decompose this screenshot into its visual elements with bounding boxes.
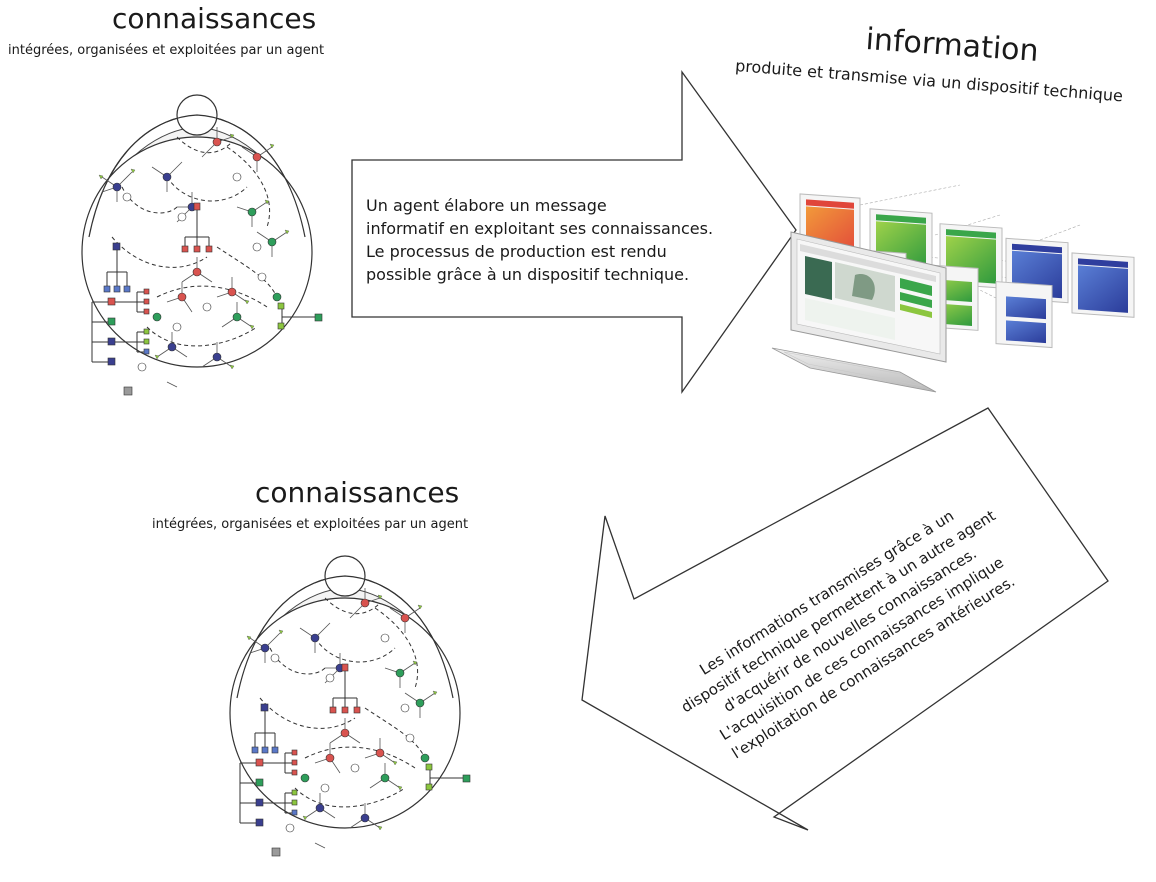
computer-monitor-icon bbox=[771, 231, 947, 393]
left-arrow-shape bbox=[581, 407, 1109, 831]
right-arrow-shape bbox=[351, 69, 797, 395]
top-knowledge-subtitle: intégrées, organisées et exploitées par … bbox=[8, 43, 325, 58]
right-arrow-line: Le processus de production est rendu bbox=[366, 242, 667, 261]
right-arrow-line: Un agent élabore un message bbox=[366, 196, 607, 215]
top-head-diagram-icon bbox=[81, 94, 323, 396]
bottom-head-diagram-icon bbox=[229, 555, 471, 857]
bottom-knowledge-subtitle: intégrées, organisées et exploitées par … bbox=[152, 517, 469, 532]
right-arrow-line: possible grâce à un dispositif technique… bbox=[366, 265, 690, 284]
bottom-knowledge-title: connaissances bbox=[255, 476, 460, 509]
right-arrow-line: informatif en exploitant ses connaissanc… bbox=[366, 219, 714, 238]
right-arrow-text: Un agent élabore un message informatif e… bbox=[366, 194, 713, 286]
top-knowledge-title: connaissances bbox=[112, 2, 317, 35]
